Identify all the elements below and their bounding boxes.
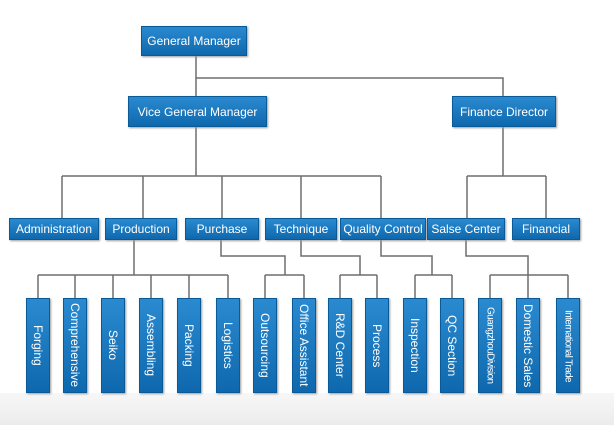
section-international-trade: International Trade [556, 298, 580, 393]
section-assembling: Assembling [139, 298, 163, 393]
section-process: Process [365, 298, 389, 393]
section-domestic-sales: Domestic Sales [516, 298, 540, 393]
dept-purchase: Purchase [185, 218, 259, 240]
section-outsourcing: Outsourcing [253, 298, 277, 393]
section-qc-section: QC Section [440, 298, 464, 393]
dept-salse-center: Salse Center [427, 218, 505, 240]
section-rd-center: R&D Center [328, 298, 352, 393]
dept-quality-control: Quality Control [340, 218, 426, 240]
section-seiko: Seiko [101, 298, 125, 393]
section-packing: Packing [177, 298, 201, 393]
section-logistics: Logistics [216, 298, 240, 393]
dept-technique: Technique [265, 218, 337, 240]
section-forging: Forging [26, 298, 50, 393]
section-guangzhou-division: GuangzhouDivision [478, 298, 502, 393]
finance-director-box: Finance Director [452, 96, 556, 127]
section-inspection: Inspection [403, 298, 427, 393]
floor-shadow [0, 393, 614, 425]
section-office-assistant: Office Assistant [292, 298, 316, 393]
dept-production: Production [105, 218, 177, 240]
section-comprehensive: Comprehensive [63, 298, 87, 393]
dept-financial: Financial [512, 218, 580, 240]
general-manager-box: General Manager [141, 26, 247, 56]
dept-administration: Administration [9, 218, 99, 240]
vice-general-manager-box: Vice General Manager [128, 96, 267, 127]
